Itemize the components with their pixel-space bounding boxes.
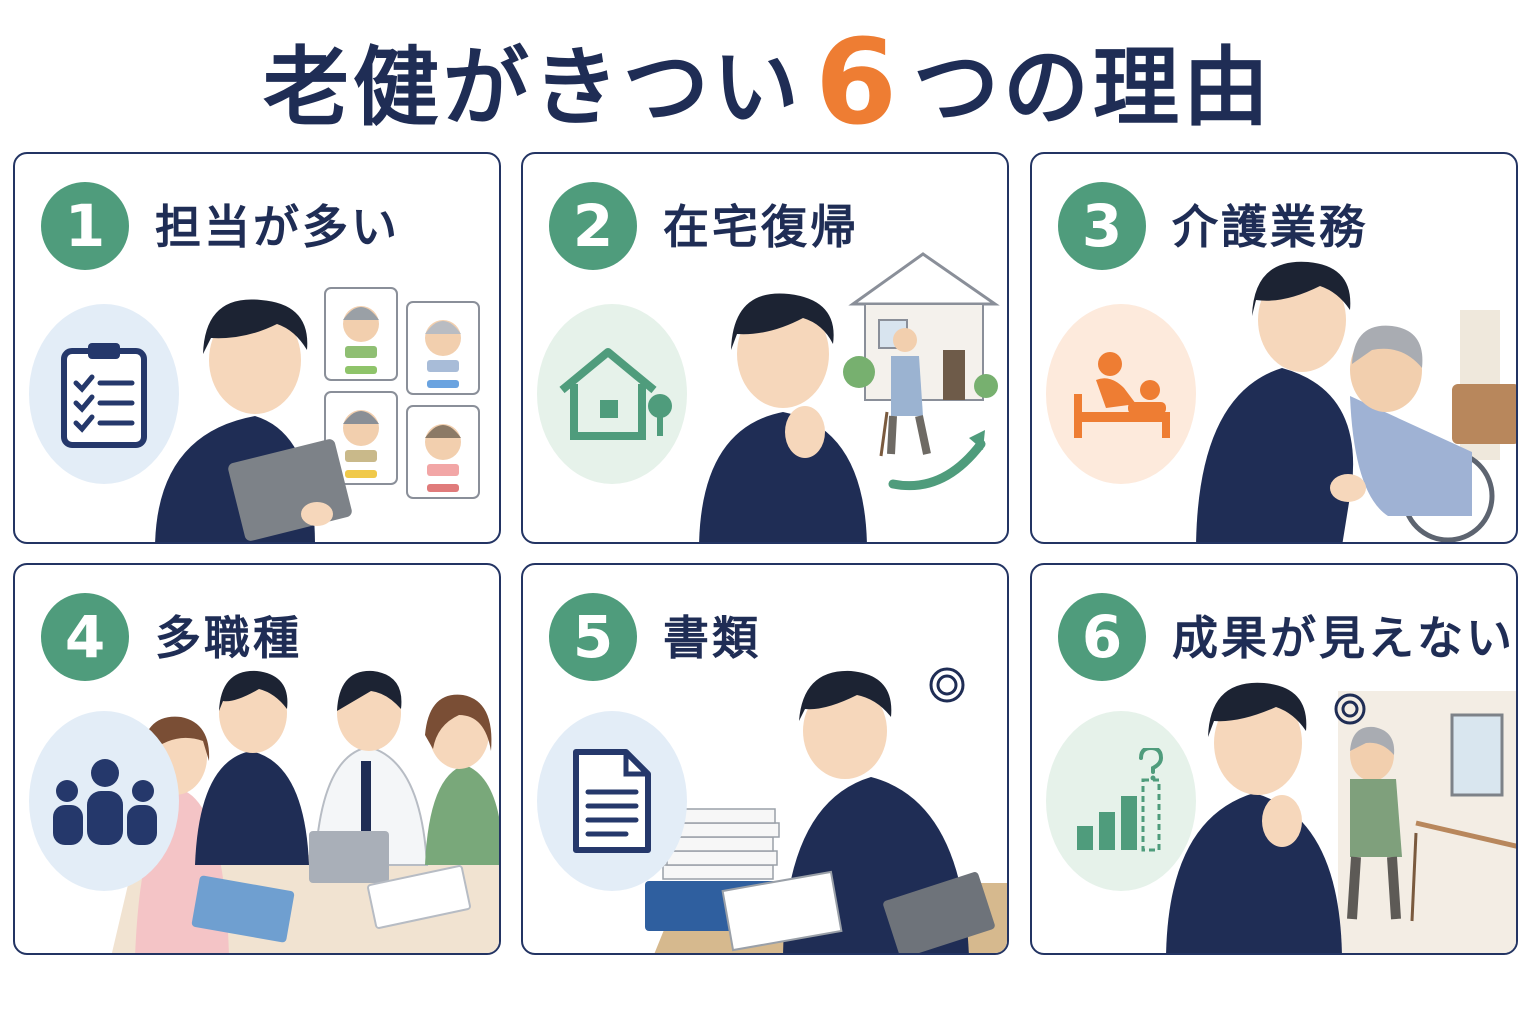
title-suffix: つの理由	[913, 38, 1274, 138]
clipboard-checklist-icon	[29, 304, 179, 484]
reason-label: 成果が見えない	[1172, 611, 1515, 665]
title-prefix: 老健がきつい	[262, 38, 803, 138]
title-accent-number: 6	[814, 13, 902, 151]
reason-panel-5: 5 書類	[521, 563, 1009, 955]
reason-panel-6: 6 成果が見えない	[1030, 563, 1518, 955]
reason-number-badge: 5	[549, 593, 637, 681]
illustration-paperwork	[645, 667, 1007, 953]
illustration-home-return	[699, 252, 1000, 542]
illustration-unseen-results	[1166, 682, 1516, 953]
reason-number-badge: 4	[41, 593, 129, 681]
reason-panel-2: 2 在宅復帰	[521, 152, 1009, 544]
team-people-icon	[29, 711, 179, 891]
reason-number-badge: 1	[41, 182, 129, 270]
document-icon	[537, 711, 687, 891]
reason-panel-3: 3 介護業務	[1030, 152, 1518, 544]
illustration-caregiving	[1196, 261, 1516, 542]
reason-label: 多職種	[155, 611, 302, 665]
caregiving-bed-icon	[1046, 304, 1196, 484]
bar-chart-question-icon	[1046, 711, 1196, 891]
illustration-staff-with-residents	[155, 287, 480, 542]
house-icon	[537, 304, 687, 484]
reason-label: 書類	[663, 611, 761, 665]
reason-number-badge: 6	[1058, 593, 1146, 681]
reason-label: 担当が多い	[155, 200, 400, 254]
reason-panel-4: 4 多職種	[13, 563, 501, 955]
reason-label: 在宅復帰	[663, 200, 859, 254]
reason-panel-1: 1 担当が多い	[13, 152, 501, 544]
reason-number-badge: 3	[1058, 182, 1146, 270]
reason-label: 介護業務	[1172, 200, 1368, 254]
reason-number-badge: 2	[549, 182, 637, 270]
